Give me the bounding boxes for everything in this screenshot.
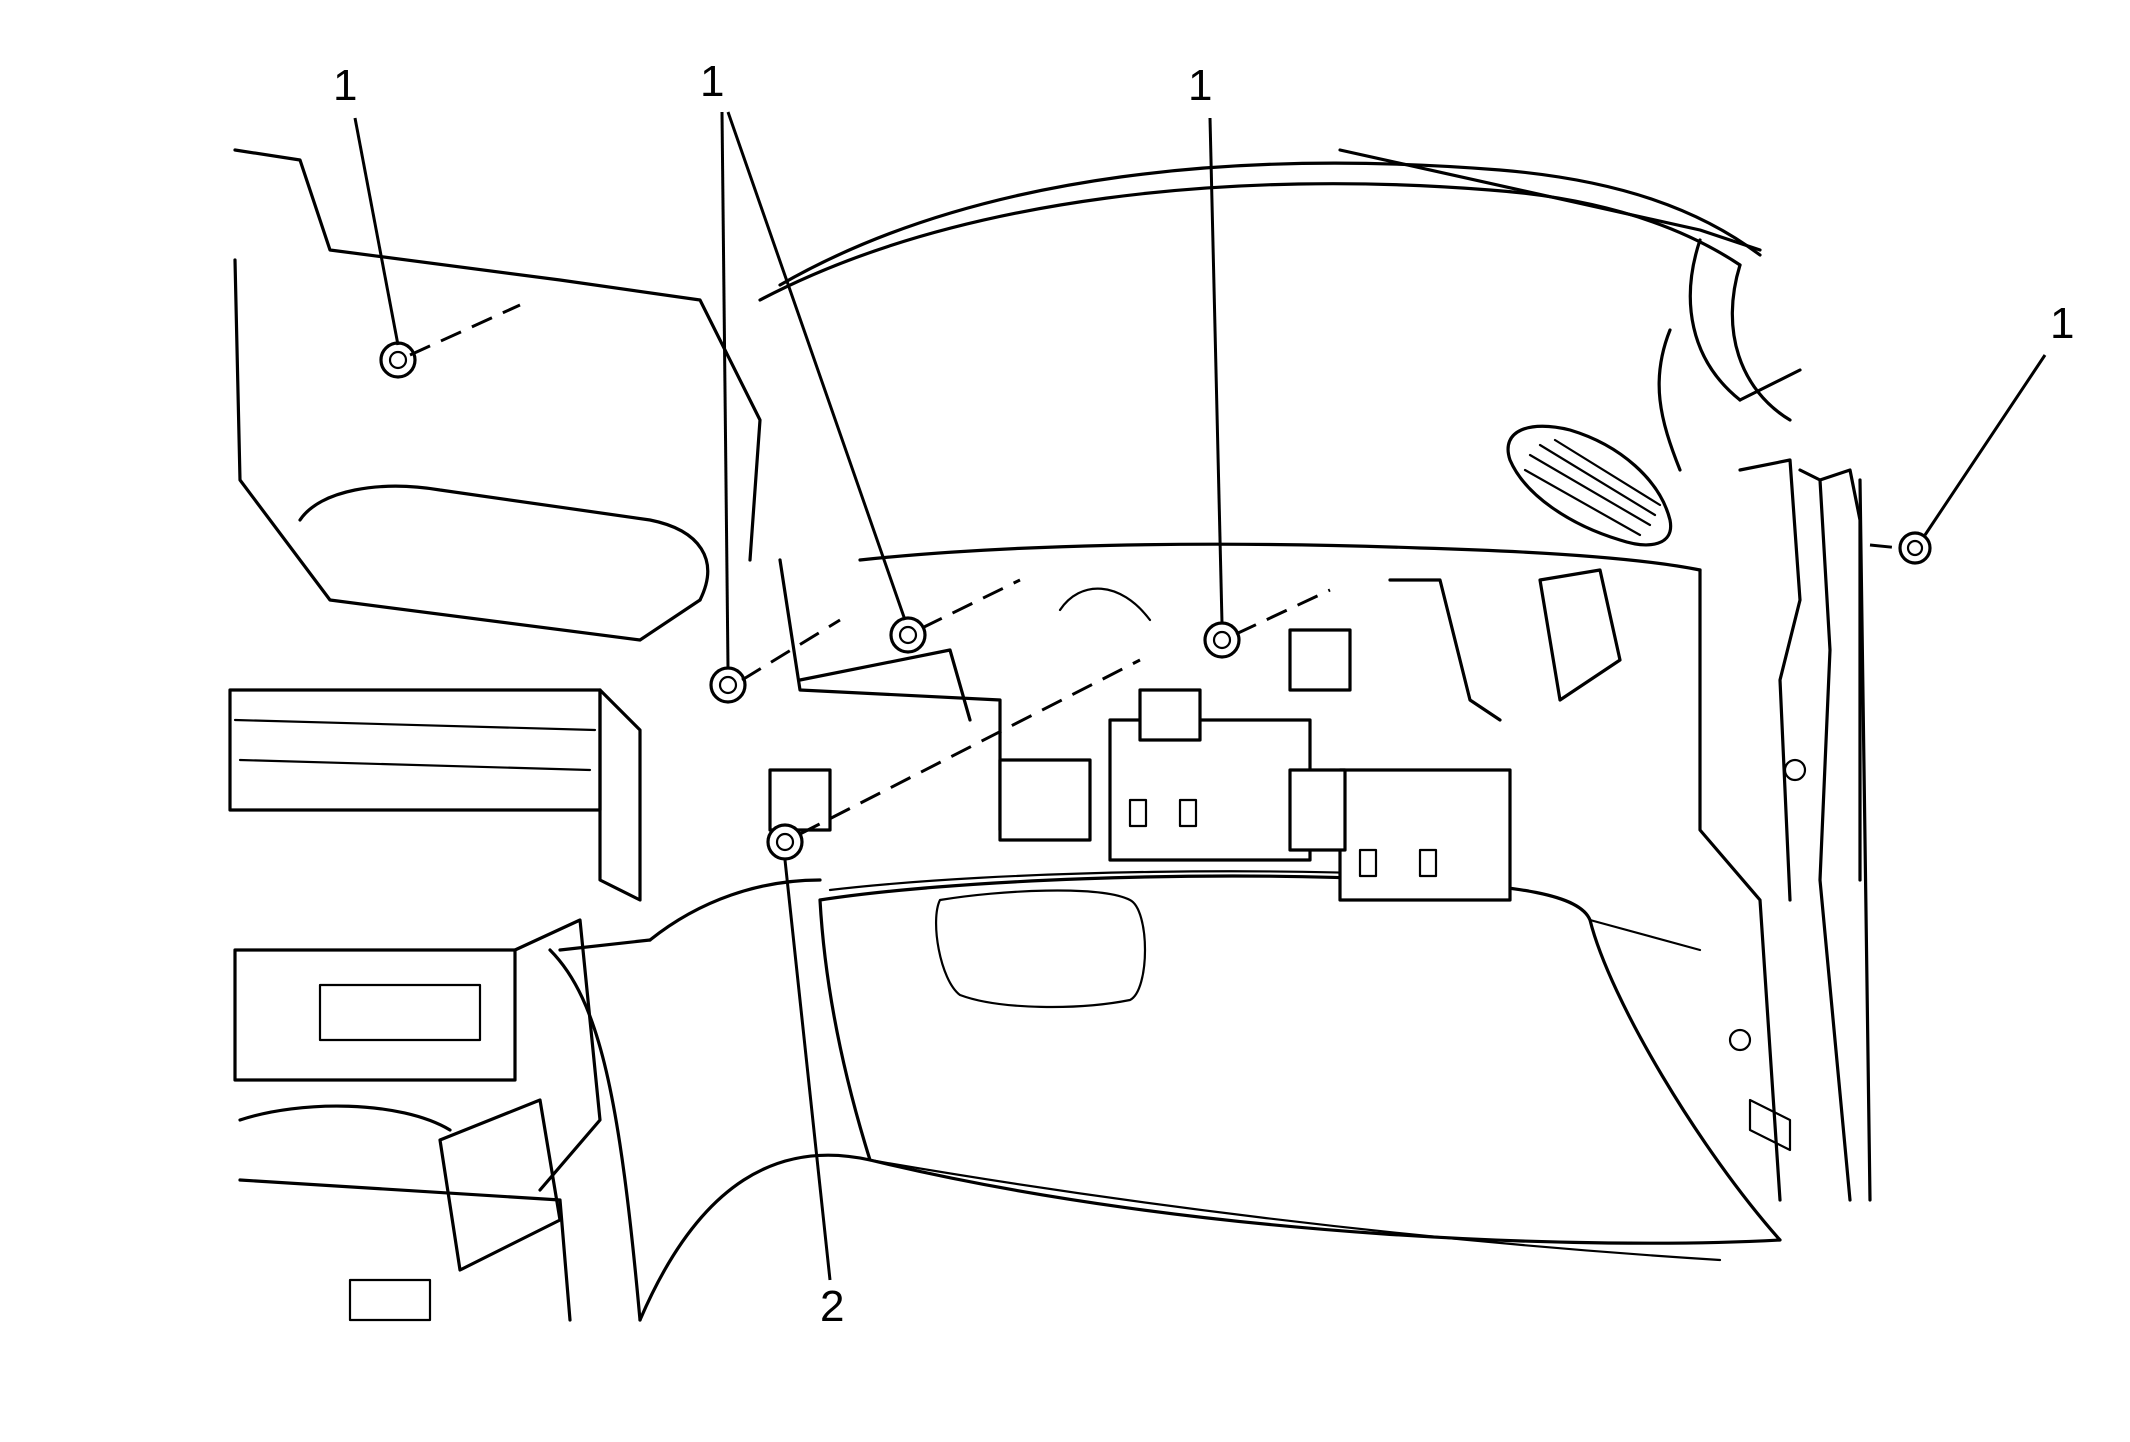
leader-lines (353, 111, 2047, 1281)
glove-box-door (818, 870, 1782, 1262)
center-trim (548, 878, 872, 1322)
bolt-far-right (1898, 531, 1932, 565)
right-end-bracket (1698, 458, 1872, 1202)
callout-2-lower: 2 (820, 1282, 845, 1331)
bolt-center-right (1203, 621, 1241, 659)
bolt-upper-left (379, 341, 417, 379)
mounting-brackets (768, 558, 1622, 902)
callout-1-center: 1 (700, 57, 725, 106)
installation-lines (409, 303, 1901, 836)
callout-1-center-right: 1 (1188, 61, 1213, 110)
callout-1-far-right: 1 (2050, 299, 2075, 348)
callout-1-upper-left: 1 (333, 61, 358, 110)
center-stack (228, 148, 762, 1322)
upper-dash-outline (758, 148, 1802, 572)
bolt-center-left (709, 666, 747, 704)
air-vent (1506, 424, 1673, 547)
bolt-lower (766, 823, 804, 861)
bolt-center-mid (889, 616, 927, 654)
bolts (379, 341, 1932, 861)
